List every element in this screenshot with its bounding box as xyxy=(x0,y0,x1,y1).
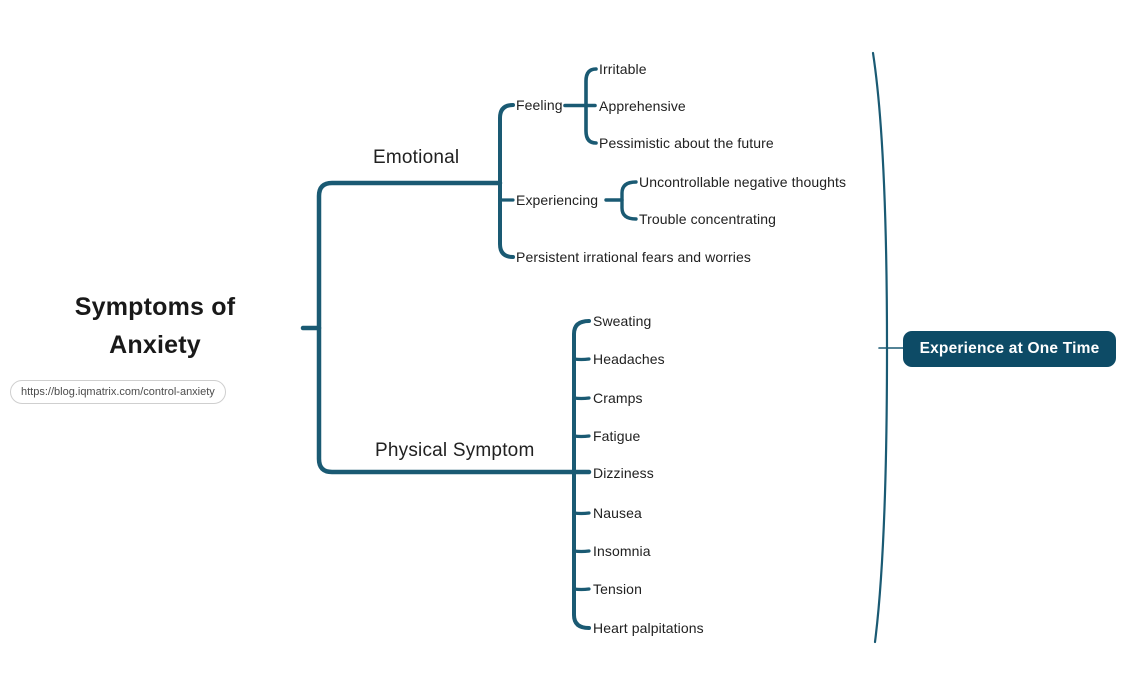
node-nausea[interactable]: Nausea xyxy=(593,505,642,521)
node-insomnia[interactable]: Insomnia xyxy=(593,543,651,559)
root-node-title[interactable]: Symptoms of Anxiety xyxy=(40,288,270,364)
node-experiencing[interactable]: Experiencing xyxy=(516,192,599,208)
trunk-connector xyxy=(316,180,592,475)
physical-leaf-tick xyxy=(572,511,591,516)
node-pessimistic[interactable]: Pessimistic about the future xyxy=(599,135,774,151)
physical-leaf-tick xyxy=(572,357,591,362)
node-heart-palpitations[interactable]: Heart palpitations xyxy=(593,620,704,636)
node-cramps[interactable]: Cramps xyxy=(593,390,643,406)
node-trouble-concentrating[interactable]: Trouble concentrating xyxy=(639,211,776,227)
annotation-box-experience[interactable]: Experience at One Time xyxy=(903,331,1116,367)
node-tension[interactable]: Tension xyxy=(593,581,642,597)
emotional-branch-connector xyxy=(498,103,515,259)
node-sweating[interactable]: Sweating xyxy=(593,313,652,329)
root-title-line1: Symptoms of xyxy=(74,293,236,321)
node-uncontrollable-thoughts[interactable]: Uncontrollable negative thoughts xyxy=(639,174,847,190)
source-url-badge[interactable]: https://blog.iqmatrix.com/control-anxiet… xyxy=(10,380,226,404)
node-dizziness[interactable]: Dizziness xyxy=(593,465,654,481)
root-title-line2: Anxiety xyxy=(109,331,201,359)
branch-emotional-label[interactable]: Emotional xyxy=(373,147,460,168)
experiencing-connector xyxy=(620,180,638,221)
physical-leaf-tick xyxy=(572,396,591,401)
physical-leaf-tick xyxy=(572,587,591,592)
node-irritable[interactable]: Irritable xyxy=(599,61,647,77)
node-feeling[interactable]: Feeling xyxy=(516,97,563,113)
node-headaches[interactable]: Headaches xyxy=(593,351,665,367)
node-apprehensive[interactable]: Apprehensive xyxy=(599,98,686,114)
node-fatigue[interactable]: Fatigue xyxy=(593,428,641,444)
physical-leaf-tick xyxy=(572,549,591,554)
node-persistent-fears[interactable]: Persistent irrational fears and worries xyxy=(516,249,751,265)
branch-physical-label[interactable]: Physical Symptom xyxy=(375,440,535,461)
physical-leaf-tick xyxy=(572,434,591,439)
physical-connector xyxy=(572,319,591,630)
